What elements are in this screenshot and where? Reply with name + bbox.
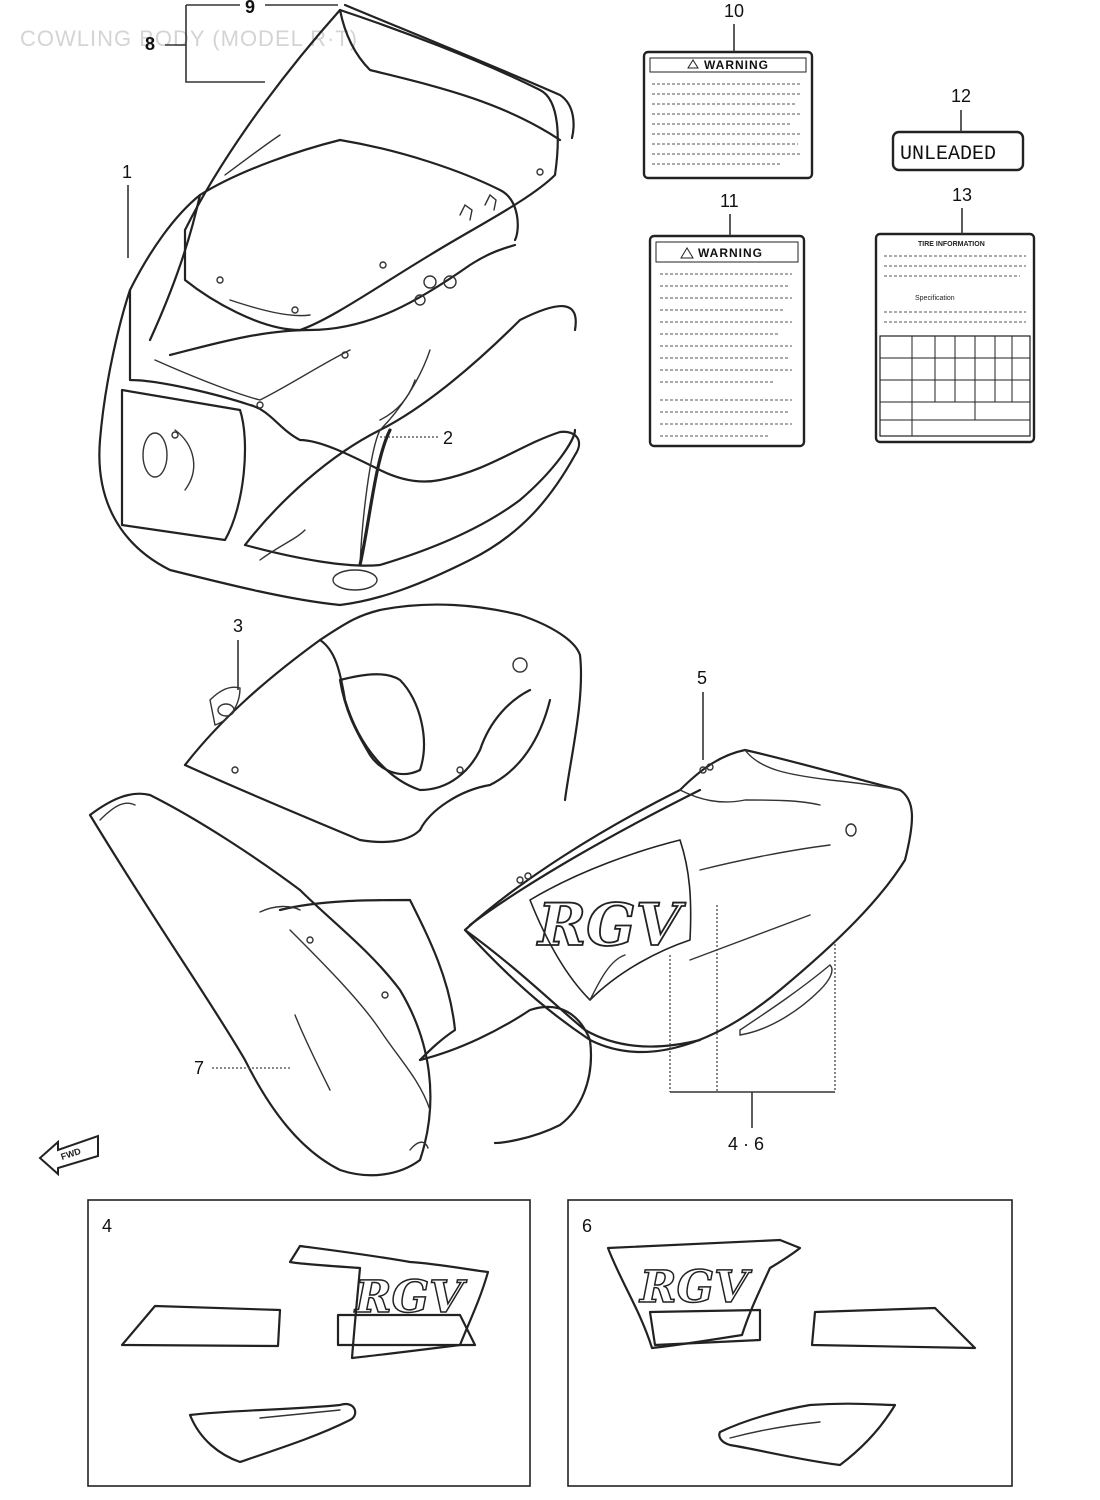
warning-label-11: WARNING <box>648 234 806 448</box>
callout-1: 1 <box>122 162 132 182</box>
callout-12: 12 <box>951 86 971 106</box>
diagram-title: COWLING BODY (MODEL R·T) <box>20 26 358 51</box>
rgv-decal-logo: RGV <box>536 891 686 959</box>
inset-number-4: 4 <box>102 1216 112 1236</box>
callout-11: 11 <box>720 191 739 211</box>
tire-label-subtitle: Specification <box>915 295 955 302</box>
lower-cowling <box>88 792 593 1177</box>
callout-2: 2 <box>443 428 453 448</box>
callout-8: 8 <box>145 34 155 54</box>
warning-title-11: WARNING <box>698 246 763 260</box>
unleaded-text: UNLEADED <box>900 143 996 166</box>
callout-10: 10 <box>724 1 744 21</box>
callout-3: 3 <box>233 616 243 636</box>
unleaded-label-12: UNLEADED <box>891 130 1025 172</box>
inner-cowling-panel <box>183 603 583 844</box>
inset-decal-set-6: 6 RGV <box>567 1199 1013 1487</box>
forward-arrow-icon: FWD <box>38 1134 99 1177</box>
callout-5: 5 <box>697 668 707 688</box>
tire-info-label-13: TIRE INFORMATION Specification <box>874 232 1036 444</box>
callout-13: 13 <box>952 185 972 205</box>
inset-number-6: 6 <box>582 1216 592 1236</box>
tire-label-title: TIRE INFORMATION <box>918 241 985 248</box>
warning-title-10: WARNING <box>704 58 769 72</box>
upper-cowling <box>98 3 581 607</box>
callout-9: 9 <box>245 0 255 17</box>
callouts: 9 8 1 2 3 5 7 10 11 12 13 4 · 6 <box>122 0 972 1154</box>
warning-label-10: WARNING <box>642 50 814 180</box>
inset-6-logo: RGV <box>638 1262 752 1313</box>
callout-4-6: 4 · 6 <box>728 1134 764 1154</box>
callout-7: 7 <box>194 1058 204 1078</box>
side-cowling: RGV <box>463 748 914 1054</box>
inset-decal-set-4: 4 RGV <box>87 1199 531 1487</box>
